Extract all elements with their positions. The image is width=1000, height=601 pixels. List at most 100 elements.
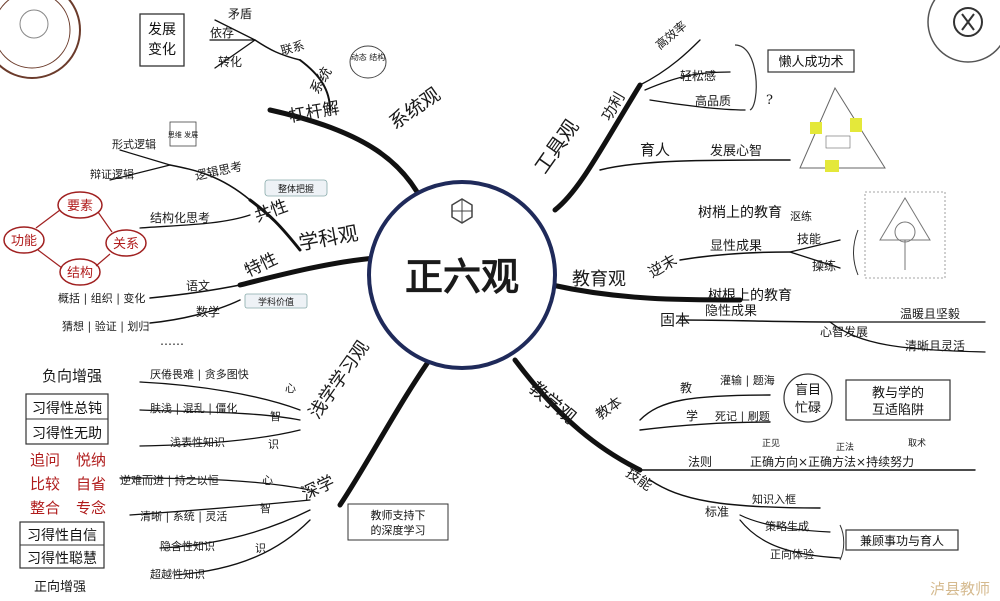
teaching-zhengxing: 取术 bbox=[908, 437, 926, 449]
subject-note-xingshi: 思维 发展 bbox=[168, 130, 198, 139]
top-left-seal bbox=[0, 0, 81, 79]
education-xiongji: 沤练 bbox=[790, 209, 812, 223]
cycle-node-elements: 要素 bbox=[67, 199, 93, 214]
subject-ellipsis: …… bbox=[160, 334, 184, 348]
center-node: 正六观 bbox=[367, 180, 557, 370]
teaching-xue-items: 死记 | 刷题 bbox=[715, 410, 770, 424]
left-zixin: 习得性自信 bbox=[27, 527, 97, 544]
left-bijiao: 比较 bbox=[30, 475, 60, 493]
left-zhenghe: 整合 bbox=[30, 499, 60, 517]
teaching-zhishi: 知识入框 bbox=[752, 492, 796, 506]
learning-view-branch: 浅学学习观 深学 教师支持下 的深度学习 厌倦畏难 | 贪多图快 心 肤浅 | … bbox=[19, 337, 449, 595]
subject-jiegou: 结构化思考 bbox=[150, 210, 210, 225]
left-zhuiwen: 追问 bbox=[30, 451, 60, 469]
teaching-jiao-items: 灌输 | 题海 bbox=[720, 373, 775, 388]
system-note-dynamic: 动态 结构 bbox=[351, 52, 386, 62]
subject-note-texing: 学科价值 bbox=[258, 296, 294, 308]
tool-gongli: 功利 bbox=[598, 89, 629, 124]
system-view-label: 系统观 bbox=[385, 83, 444, 134]
left-yuena: 悦纳 bbox=[76, 451, 106, 469]
subject-note-gongxing: 整体把握 bbox=[278, 183, 314, 195]
left-wuzhu: 习得性无助 bbox=[32, 425, 102, 442]
subject-gongxing: 共性 bbox=[252, 196, 291, 226]
learning-box-line2: 的深度学习 bbox=[371, 523, 426, 537]
learning-deep-1b: 心 bbox=[262, 474, 273, 487]
tool-fazhan: 发展心智 bbox=[710, 143, 762, 159]
learning-shallow-3a: 浅表性知识 bbox=[170, 435, 225, 449]
teaching-mangmu-1: 盲目 bbox=[795, 382, 821, 398]
subject-view-branch: 学科观 共性 特性 整体把握 逻辑思考 形式逻辑 辩证逻辑 思维 发展 结构化思… bbox=[3, 121, 360, 348]
system-zhuanhua: 转化 bbox=[218, 54, 242, 69]
teaching-mangmu-2: 忙碌 bbox=[795, 401, 821, 416]
education-shaomo: 逆末 bbox=[645, 251, 680, 282]
teaching-fazhe: 法则 bbox=[688, 455, 712, 469]
teaching-biaozhun: 标准 bbox=[705, 505, 729, 519]
structure-cycle: 要素 关系 结构 功能 bbox=[3, 191, 147, 286]
learning-deep-3b: 识 bbox=[255, 542, 266, 555]
tool-yuren: 育人 bbox=[640, 141, 670, 159]
education-shugen: 树根上的教育 bbox=[708, 288, 792, 304]
teaching-box-line1: 教与学的 bbox=[872, 385, 924, 401]
left-fuxiang: 负向增强 bbox=[42, 367, 102, 385]
learning-deep-2a: 清晰 | 系统 | 灵活 bbox=[140, 510, 227, 524]
center-title: 正六观 bbox=[405, 255, 519, 299]
education-caolian: 操练 bbox=[812, 258, 836, 273]
tool-qingsonggan: 轻松感 bbox=[680, 68, 716, 83]
cycle-node-structure: 结构 bbox=[67, 266, 93, 281]
subject-view-label: 学科观 bbox=[297, 221, 360, 255]
learning-deep-3a: 隐含性知识 bbox=[160, 539, 215, 553]
learning-deep-2b: 智 bbox=[260, 501, 271, 515]
left-zhuannian: 专念 bbox=[76, 499, 106, 517]
main-branches bbox=[237, 82, 743, 508]
triangle-diagram bbox=[799, 86, 886, 172]
education-view-branch: 教育观 逆末 固本 显性成果 技能 操练 树梢上的教育 沤练 隐性成果 树根上的… bbox=[572, 191, 986, 353]
left-zhengxiang: 正向增强 bbox=[34, 579, 86, 595]
education-yinxing: 隐性成果 bbox=[705, 304, 757, 319]
teaching-view-label: 教学观 bbox=[525, 378, 580, 429]
subject-xingshi: 形式逻辑 bbox=[112, 137, 156, 151]
teaching-box2: 兼顾事功与育人 bbox=[860, 533, 944, 548]
learning-shallow-2b: 智 bbox=[270, 409, 281, 423]
education-xinzhi: 心智发展 bbox=[820, 324, 868, 339]
tool-gaoxiaolv: 高效率 bbox=[652, 18, 689, 53]
system-yicun: 依存 bbox=[210, 25, 234, 40]
learning-left-column: 负向增强 习得性总钝 习得性无助 追问 悦纳 比较 自省 整合 专念 习得性自信… bbox=[19, 367, 109, 595]
education-xianxing: 显性成果 bbox=[710, 239, 762, 254]
system-maodun: 矛盾 bbox=[228, 7, 252, 21]
teaching-zhengjian: 正见 bbox=[762, 438, 780, 449]
tool-view-label: 工具观 bbox=[529, 115, 583, 178]
subject-shuxue: 数学 bbox=[196, 304, 220, 319]
learning-shenxue: 深学 bbox=[299, 472, 338, 504]
tool-gaopinzhi: 高品质 bbox=[695, 93, 731, 108]
learning-deep-1a: 逆难而进 | 持之以恒 bbox=[120, 473, 219, 488]
system-lianxi: 联系 bbox=[279, 38, 306, 58]
education-shushao: 树梢上的教育 bbox=[698, 205, 782, 221]
tool-box: 懒人成功术 bbox=[778, 55, 843, 70]
learning-shallow-1a: 厌倦畏难 | 贪多图快 bbox=[150, 367, 249, 382]
cycle-node-relations: 关系 bbox=[113, 237, 139, 252]
left-conghui: 习得性聪慧 bbox=[27, 550, 97, 567]
system-view-branch: 系统观 杠杆解 系统 动态 结构 联系 矛盾 依存 转化 发展 变化 bbox=[139, 7, 445, 134]
teaching-jiaoben: 教本 bbox=[593, 394, 625, 423]
education-jineng: 技能 bbox=[797, 232, 821, 246]
education-genben: 固本 bbox=[660, 311, 690, 329]
learning-shallow-2a: 肤浅 | 混乱 | 僵化 bbox=[150, 401, 237, 416]
teaching-view-branch: 教学观 教本 技能 教 学 灌输 | 题海 死记 | 刷题 盲目 忙碌 教与学的… bbox=[525, 373, 976, 561]
left-zixing: 自省 bbox=[76, 475, 106, 493]
cycle-node-function: 功能 bbox=[11, 234, 37, 249]
subject-yuwen-items: 概括 | 组织 | 变化 bbox=[58, 291, 145, 306]
watermark: 泸县教师 bbox=[930, 580, 990, 598]
teaching-jiao: 教 bbox=[680, 380, 692, 395]
subject-shuxue-items: 猜想 | 验证 | 划归 bbox=[62, 319, 149, 334]
learning-deep-4a: 超越性知识 bbox=[150, 567, 205, 581]
subject-bianzheng: 辩证逻辑 bbox=[90, 167, 134, 181]
learning-box-line1: 教师支持下 bbox=[371, 508, 426, 522]
teaching-formula: 正确方向×正确方法×持续努力 bbox=[750, 454, 914, 469]
tree-sketch-icon bbox=[879, 197, 931, 270]
learning-shallow-3b: 识 bbox=[268, 438, 279, 451]
system-box-line2: 变化 bbox=[148, 42, 176, 58]
teaching-zhengxiang: 正向体验 bbox=[770, 547, 814, 561]
education-linghuo: 清晰且灵活 bbox=[905, 339, 965, 353]
